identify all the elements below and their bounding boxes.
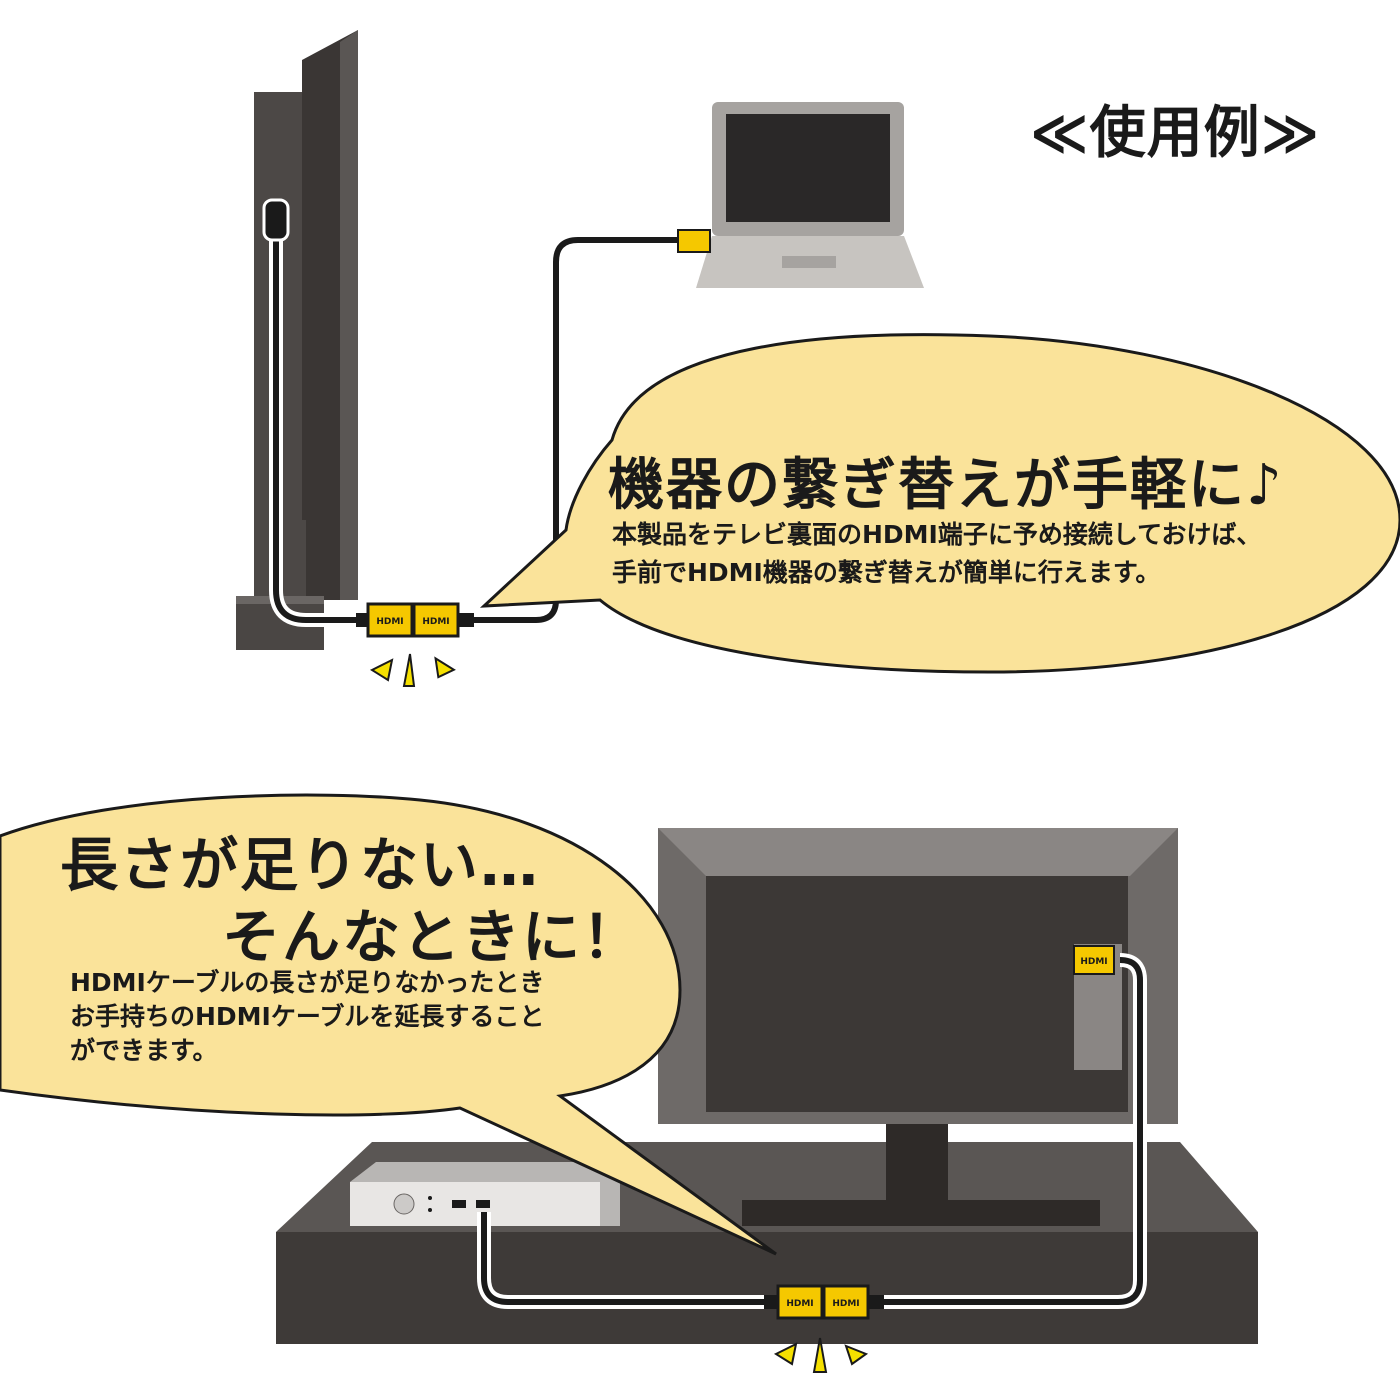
connector-label: HDMI [422, 617, 449, 627]
page-title: ≪使用例≫ [1030, 101, 1321, 166]
example2-body-line: HDMIケーブルの長さが足りなかったとき [70, 968, 545, 997]
connector-label: HDMI [832, 1299, 859, 1309]
attention-rays-bottom [773, 1337, 869, 1373]
speech-bubble-2 [0, 793, 777, 1256]
example1-body-line: 本製品をテレビ裏面のHDMI端子に予め接続しておけば、 [612, 520, 1262, 549]
example2-body: HDMIケーブルの長さが足りなかったとき お手持ちのHDMIケーブルを延長するこ… [70, 966, 630, 1068]
example1-body: 本製品をテレビ裏面のHDMI端子に予め接続しておけば、 手前でHDMI機器の繋ぎ… [612, 516, 1261, 592]
tv-side-view [236, 30, 358, 650]
hdmi-connector-pair-top: HDMI HDMI [356, 602, 474, 638]
hdmi-connector-pair-bottom: HDMI HDMI [764, 1284, 884, 1320]
connector-label: HDMI [376, 617, 403, 627]
tv-front-view [658, 828, 1178, 1226]
connector-label: HDMI [1080, 957, 1107, 967]
laptop [696, 102, 924, 288]
set-top-box [350, 1162, 620, 1226]
example1-body-line: 手前でHDMI機器の繋ぎ替えが簡単に行えます。 [612, 558, 1161, 587]
example2-body-line: ができます。 [70, 1036, 218, 1065]
tv-port-plug [262, 198, 290, 242]
speech-bubble-1 [479, 333, 1400, 674]
tv-hdmi-plug: HDMI [1073, 945, 1115, 975]
example2-headline-line1: 長さが足りない… [60, 831, 541, 899]
example1-headline: 機器の繋ぎ替えが手軽に♪ [608, 453, 1284, 518]
connector-label: HDMI [786, 1299, 813, 1309]
example2-headline-line2: そんなときに！ [222, 903, 643, 971]
attention-rays-top [369, 653, 456, 687]
laptop-hdmi-plug [677, 229, 711, 253]
example2-body-line: お手持ちのHDMIケーブルを延長すること [70, 1002, 545, 1031]
